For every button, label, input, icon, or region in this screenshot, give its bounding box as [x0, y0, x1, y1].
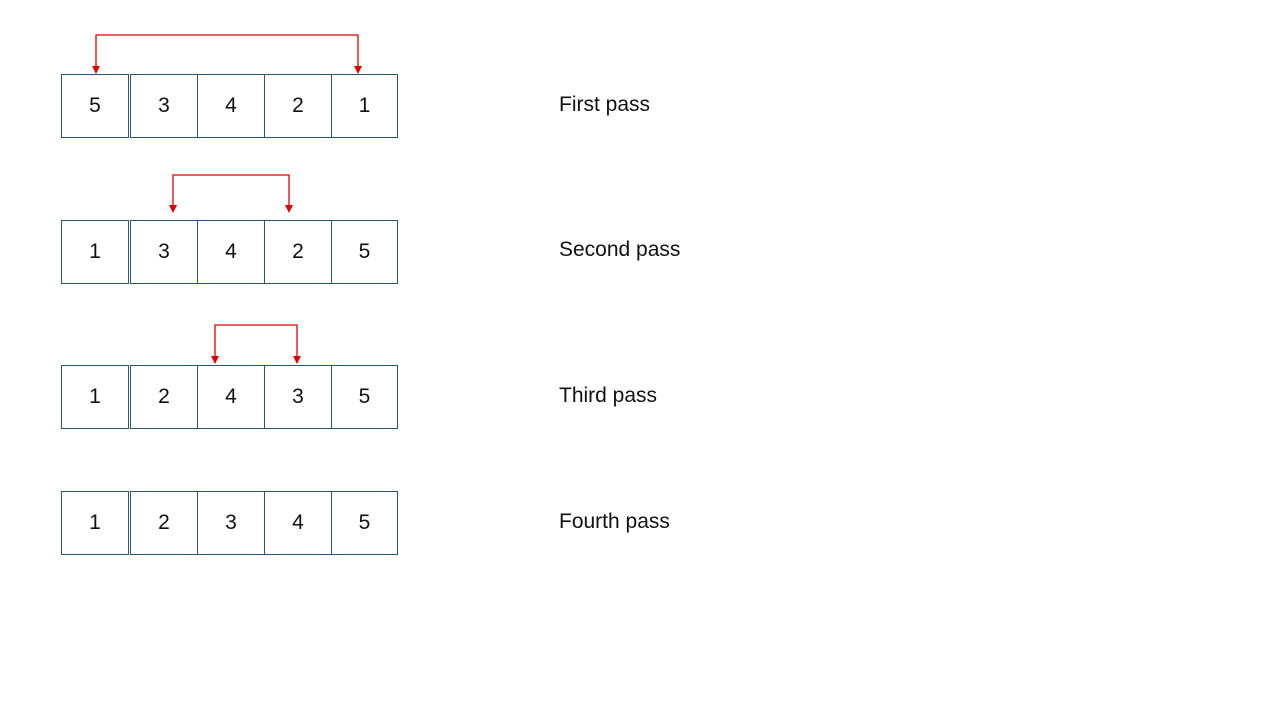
- array-cell: 1: [61, 365, 129, 429]
- swap-bracket-line: [95, 34, 359, 72]
- pass-row-2: 1 3 4 2 5: [61, 220, 398, 284]
- arrowhead-icon: [293, 356, 301, 364]
- array-cell: 1: [61, 491, 129, 555]
- array-cell: 1: [331, 74, 398, 138]
- arrowhead-icon: [354, 66, 362, 74]
- array-cell: 5: [331, 491, 398, 555]
- pass-label-third: Third pass: [559, 384, 658, 407]
- array-cell: 5: [331, 220, 398, 284]
- pass-row-4: 1 2 3 4 5: [61, 491, 398, 555]
- pass-row-1: 5 3 4 2 1: [61, 74, 398, 138]
- array-cell: 3: [130, 74, 198, 138]
- pass-label-fourth: Fourth pass: [559, 510, 670, 533]
- array-cell: 2: [130, 491, 198, 555]
- array-cell: 4: [197, 220, 265, 284]
- array-cell: 4: [264, 491, 332, 555]
- arrowhead-icon: [285, 205, 293, 213]
- pass-label-first: First pass: [559, 93, 651, 116]
- array-cell: 2: [130, 365, 198, 429]
- array-cell: 2: [264, 220, 332, 284]
- array-cell: 4: [197, 365, 265, 429]
- array-cell: 2: [264, 74, 332, 138]
- array-cell: 4: [197, 74, 265, 138]
- array-cell: 3: [197, 491, 265, 555]
- swap-bracket-line: [172, 174, 290, 211]
- array-cell: 1: [61, 220, 129, 284]
- array-cell: 3: [130, 220, 198, 284]
- pass-row-3: 1 2 4 3 5: [61, 365, 398, 429]
- swap-bracket-line: [214, 324, 298, 362]
- array-cell: 3: [264, 365, 332, 429]
- arrowhead-icon: [92, 66, 100, 74]
- pass-label-second: Second pass: [559, 238, 681, 261]
- array-cell: 5: [331, 365, 398, 429]
- array-cell: 5: [61, 74, 129, 138]
- arrowhead-icon: [169, 205, 177, 213]
- arrowhead-icon: [211, 356, 219, 364]
